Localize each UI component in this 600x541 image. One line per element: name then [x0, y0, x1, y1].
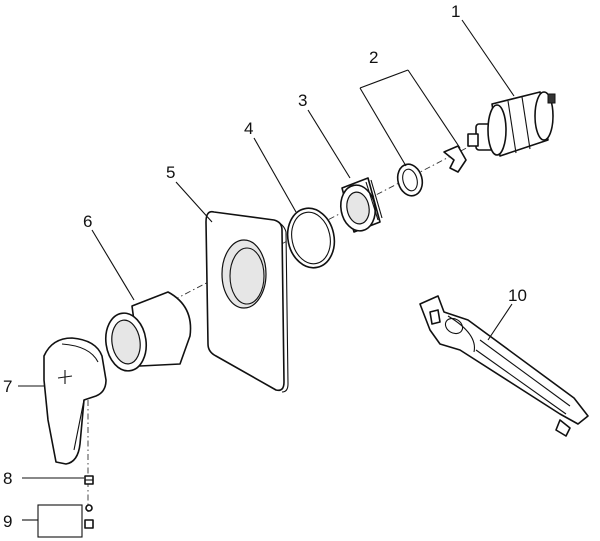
brand-logo-icon — [57, 370, 73, 384]
gasket-ring-part — [286, 207, 336, 269]
callout-2: 2 — [369, 48, 378, 67]
callout-8: 8 — [3, 469, 12, 488]
callout-labels: 1 2 3 4 5 6 7 8 9 10 — [3, 2, 527, 531]
callout-4: 4 — [244, 119, 253, 138]
cover-plate-part — [205, 210, 289, 393]
leader-lines — [18, 19, 515, 521]
lever-handle-part — [43, 337, 107, 465]
callout-7: 7 — [3, 377, 12, 396]
screw-group-part — [37, 504, 94, 538]
threaded-nut-part — [339, 177, 383, 233]
callout-1: 1 — [451, 2, 460, 21]
callout-5: 5 — [166, 163, 175, 182]
cartridge-part — [467, 91, 556, 157]
sleeve-part — [104, 291, 192, 372]
clip-and-ring-part — [396, 145, 467, 197]
set-screw-part — [84, 475, 94, 485]
callout-9: 9 — [3, 512, 12, 531]
tool-key-part — [419, 295, 589, 437]
callout-10: 10 — [508, 286, 527, 305]
callout-3: 3 — [298, 91, 307, 110]
callout-6: 6 — [83, 212, 92, 231]
